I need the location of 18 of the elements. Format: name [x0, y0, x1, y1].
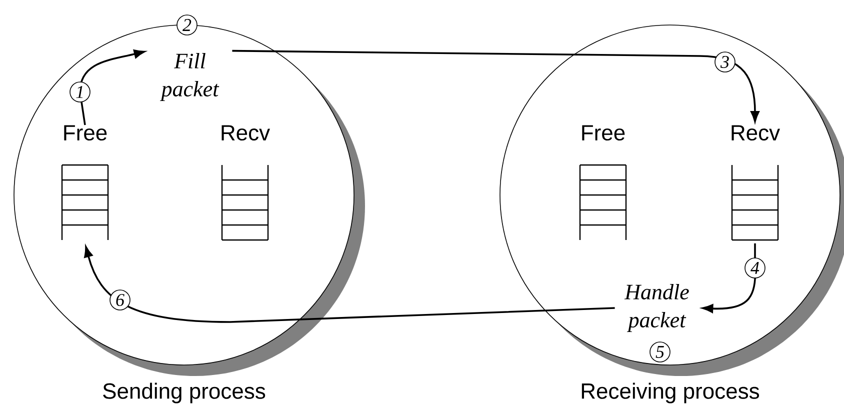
step-label: Handle packet: [624, 284, 689, 332]
step-number: 6: [110, 290, 130, 310]
node-label: Receiving process: [582, 382, 760, 404]
queue: Recv: [731, 125, 780, 241]
step-number: 3: [714, 52, 736, 72]
queue: Free: [61, 125, 109, 241]
step-number: 2: [176, 14, 198, 36]
step-label: Fill packet: [160, 53, 220, 101]
step-number: 5: [650, 342, 670, 362]
step-number: 1: [70, 82, 90, 102]
arrow: [84, 246, 615, 323]
arrow: [232, 50, 760, 122]
arrow: [79, 50, 145, 126]
queue: Recv: [221, 125, 270, 241]
node-label: Sending process: [103, 382, 266, 404]
queue: Free: [579, 125, 627, 241]
arrow: [702, 243, 756, 313]
step-number: 4: [744, 258, 766, 278]
